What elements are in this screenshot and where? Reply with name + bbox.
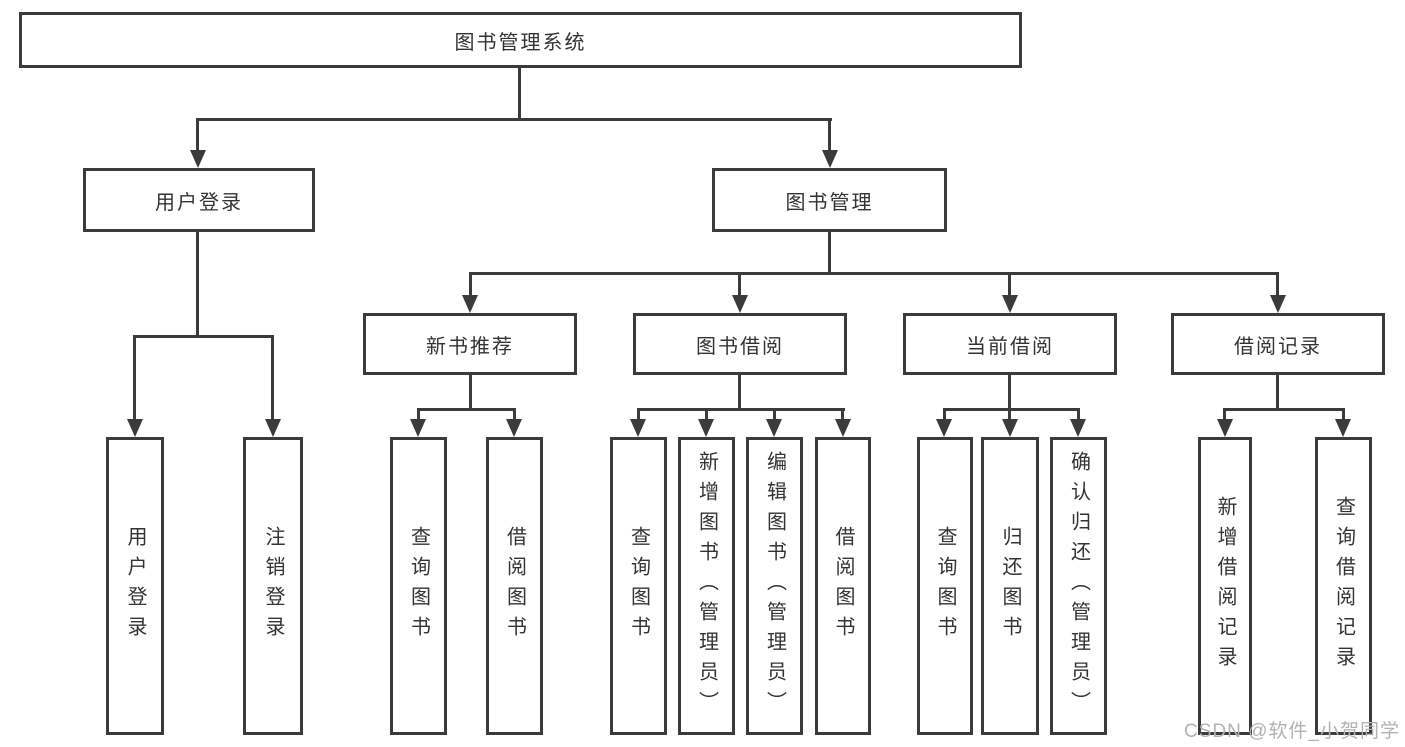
connector-line xyxy=(828,232,831,272)
node-leaf-query-record: 查询借阅记录 xyxy=(1315,437,1372,735)
node-leaf-add-book: 新增图书（管理员） xyxy=(678,437,735,735)
node-leaf-borrow-book-2: 借阅图书 xyxy=(815,437,871,735)
connector-line xyxy=(738,375,741,408)
node-book-mgmt: 图书管理 xyxy=(712,168,947,232)
connector-line xyxy=(518,68,521,118)
connector-line xyxy=(196,232,199,335)
node-borrow-records: 借阅记录 xyxy=(1171,313,1385,375)
arrowhead-down-icon xyxy=(698,419,714,437)
arrowhead-down-icon xyxy=(1270,295,1286,313)
node-leaf-logout: 注销登录 xyxy=(243,437,303,735)
connector-line xyxy=(469,272,472,299)
connector-line xyxy=(271,335,274,421)
arrowhead-down-icon xyxy=(190,150,206,168)
connector-line xyxy=(1342,408,1345,421)
connector-line xyxy=(841,408,844,421)
arrowhead-down-icon xyxy=(410,419,426,437)
arrowhead-down-icon xyxy=(630,419,646,437)
connector-line xyxy=(133,335,273,338)
node-leaf-confirm-return: 确认归还（管理员） xyxy=(1050,437,1107,735)
arrowhead-down-icon xyxy=(462,295,478,313)
arrowhead-down-icon xyxy=(127,419,143,437)
connector-line xyxy=(773,408,776,421)
connector-line xyxy=(637,408,640,421)
connector-line xyxy=(943,408,1080,411)
arrowhead-down-icon xyxy=(1070,419,1086,437)
node-leaf-user-login: 用户登录 xyxy=(106,437,164,735)
node-leaf-query-book-1: 查询图书 xyxy=(390,437,447,735)
connector-line xyxy=(196,118,832,121)
connector-line xyxy=(417,408,516,411)
connector-line xyxy=(133,335,136,421)
connector-line xyxy=(1008,408,1011,421)
node-user-login: 用户登录 xyxy=(83,168,315,232)
watermark: CSDN @软件_小贺同学 xyxy=(1184,721,1400,742)
connector-line xyxy=(1008,375,1011,408)
connector-line xyxy=(469,375,472,408)
connector-line xyxy=(417,408,420,421)
arrowhead-down-icon xyxy=(1217,419,1233,437)
connector-line xyxy=(196,118,199,155)
node-root: 图书管理系统 xyxy=(19,12,1022,68)
connector-line xyxy=(469,272,1279,275)
connector-line xyxy=(1276,272,1279,299)
node-book-borrow: 图书借阅 xyxy=(633,313,847,375)
connector-line xyxy=(738,272,741,299)
node-leaf-borrow-book-1: 借阅图书 xyxy=(486,437,543,735)
arrowhead-down-icon xyxy=(1002,419,1018,437)
arrowhead-down-icon xyxy=(1002,295,1018,313)
node-new-book-rec: 新书推荐 xyxy=(363,313,577,375)
node-current-borrow: 当前借阅 xyxy=(903,313,1117,375)
node-leaf-query-book-3: 查询图书 xyxy=(917,437,973,735)
arrowhead-down-icon xyxy=(506,419,522,437)
arrowhead-down-icon xyxy=(732,295,748,313)
arrowhead-down-icon xyxy=(766,419,782,437)
arrowhead-down-icon xyxy=(265,419,281,437)
connector-line xyxy=(1008,272,1011,299)
connector-line xyxy=(513,408,516,421)
node-leaf-edit-book: 编辑图书（管理员） xyxy=(746,437,803,735)
arrowhead-down-icon xyxy=(822,150,838,168)
connector-line xyxy=(1223,408,1345,411)
arrowhead-down-icon xyxy=(835,419,851,437)
node-leaf-add-record: 新增借阅记录 xyxy=(1198,437,1252,735)
node-leaf-return-book: 归还图书 xyxy=(981,437,1039,735)
connector-line xyxy=(943,408,946,421)
connector-line xyxy=(637,408,845,411)
connector-line xyxy=(828,118,831,155)
node-leaf-query-book-2: 查询图书 xyxy=(610,437,667,735)
connector-line xyxy=(705,408,708,421)
arrowhead-down-icon xyxy=(936,419,952,437)
connector-line xyxy=(1077,408,1080,421)
arrowhead-down-icon xyxy=(1335,419,1351,437)
connector-line xyxy=(1223,408,1226,421)
connector-line xyxy=(1276,375,1279,408)
